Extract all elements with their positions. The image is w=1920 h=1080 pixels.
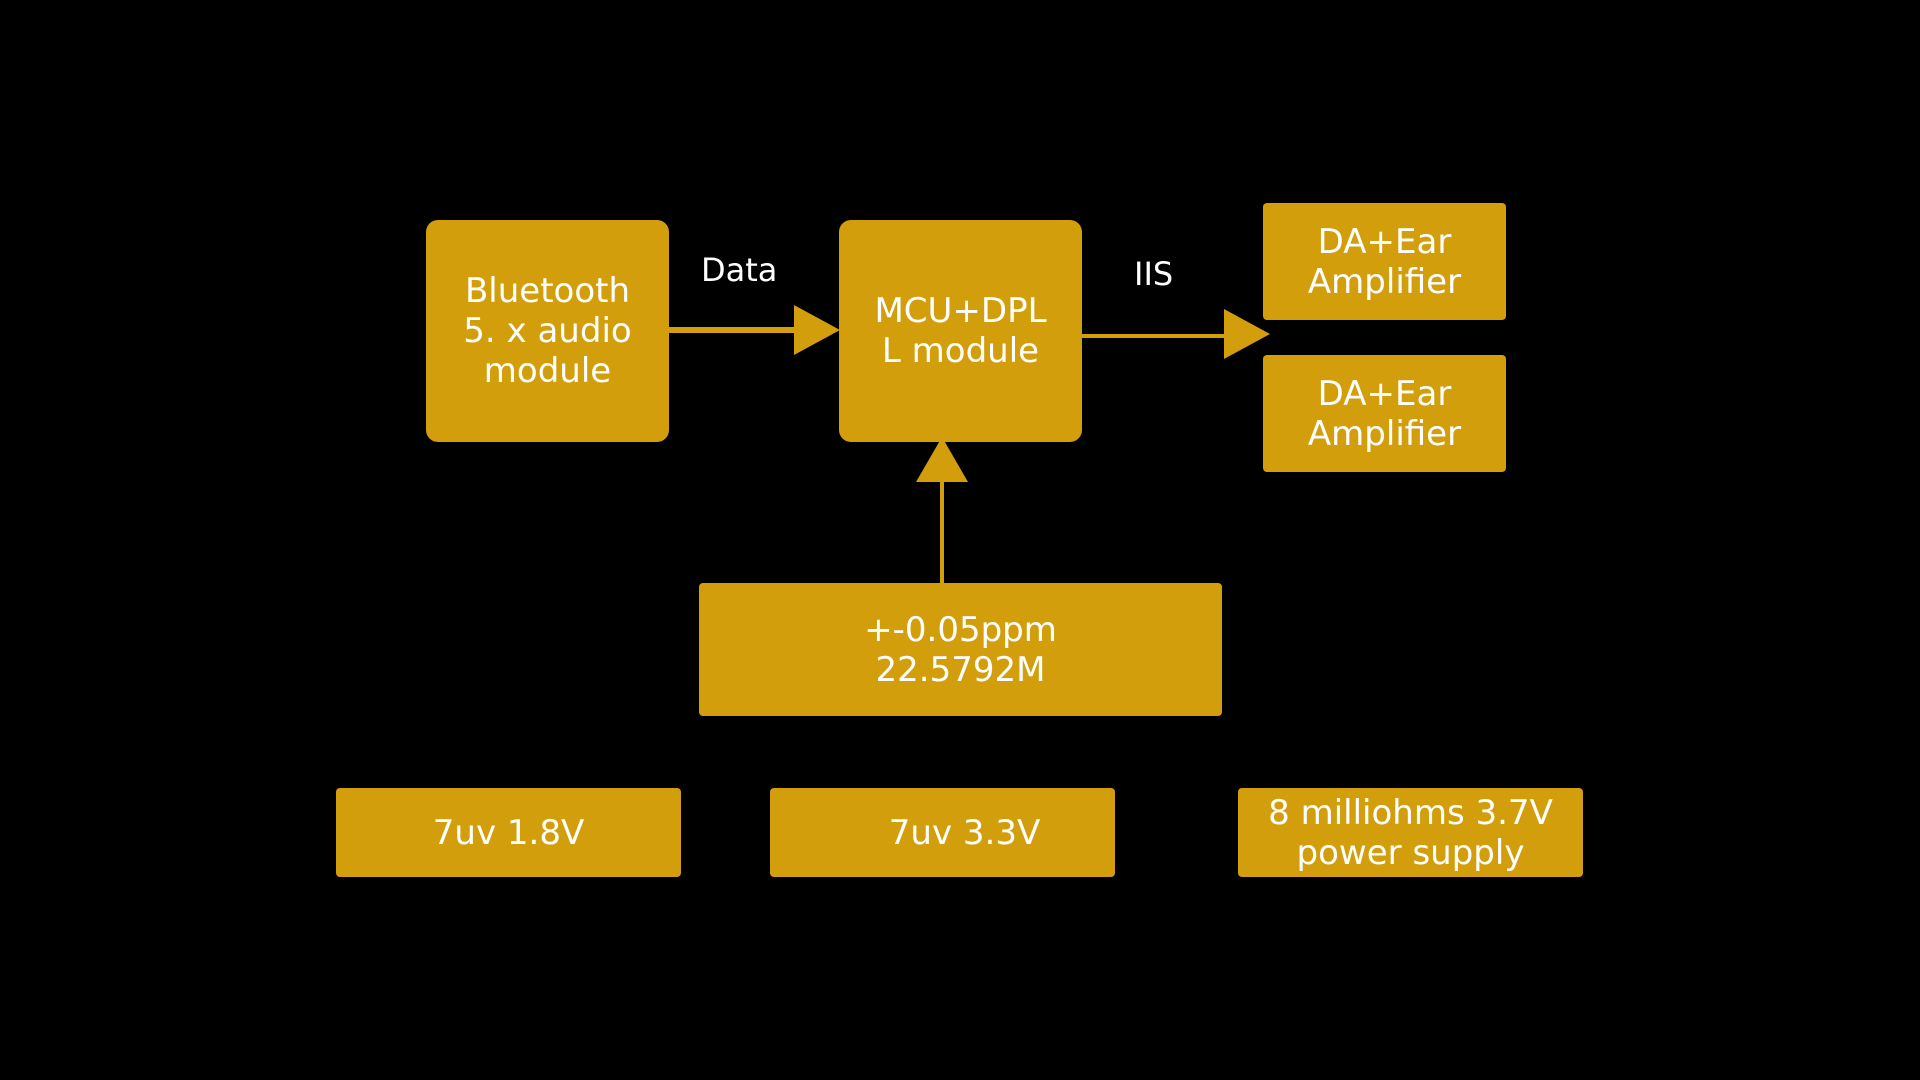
mcu-module-block: MCU+DPL L module — [839, 220, 1082, 442]
iis-edge-label: IIS — [1134, 255, 1174, 293]
da-amplifier-block-2: DA+Ear Amplifier — [1263, 355, 1506, 472]
bluetooth-module-label: Bluetooth 5. x audio module — [463, 271, 632, 391]
bluetooth-module-block: Bluetooth 5. x audio module — [426, 220, 669, 442]
mcu-module-label: MCU+DPL L module — [874, 291, 1047, 371]
da-amplifier-block-1: DA+Ear Amplifier — [1263, 203, 1506, 320]
oscillator-block: +-0.05ppm 22.5792M — [699, 583, 1222, 716]
da-amplifier-label-2: DA+Ear Amplifier — [1307, 373, 1462, 454]
data-arrowhead-icon — [794, 305, 840, 355]
iis-arrowhead-icon — [1224, 309, 1270, 359]
da-amplifier-label-1: DA+Ear Amplifier — [1307, 221, 1462, 302]
power-1v8-block: 7uv 1.8V — [336, 788, 681, 877]
data-edge-label: Data — [701, 251, 778, 289]
power-3v3-label: 7uv 3.3V — [888, 812, 1041, 853]
power-1v8-label: 7uv 1.8V — [432, 812, 585, 853]
clock-arrowhead-icon — [916, 437, 968, 482]
power-supply-block: 8 milliohms 3.7V power supply — [1238, 788, 1583, 877]
oscillator-label: +-0.05ppm 22.5792M — [864, 609, 1057, 690]
power-supply-label: 8 milliohms 3.7V power supply — [1268, 792, 1553, 873]
power-3v3-block: 7uv 3.3V — [770, 788, 1115, 877]
